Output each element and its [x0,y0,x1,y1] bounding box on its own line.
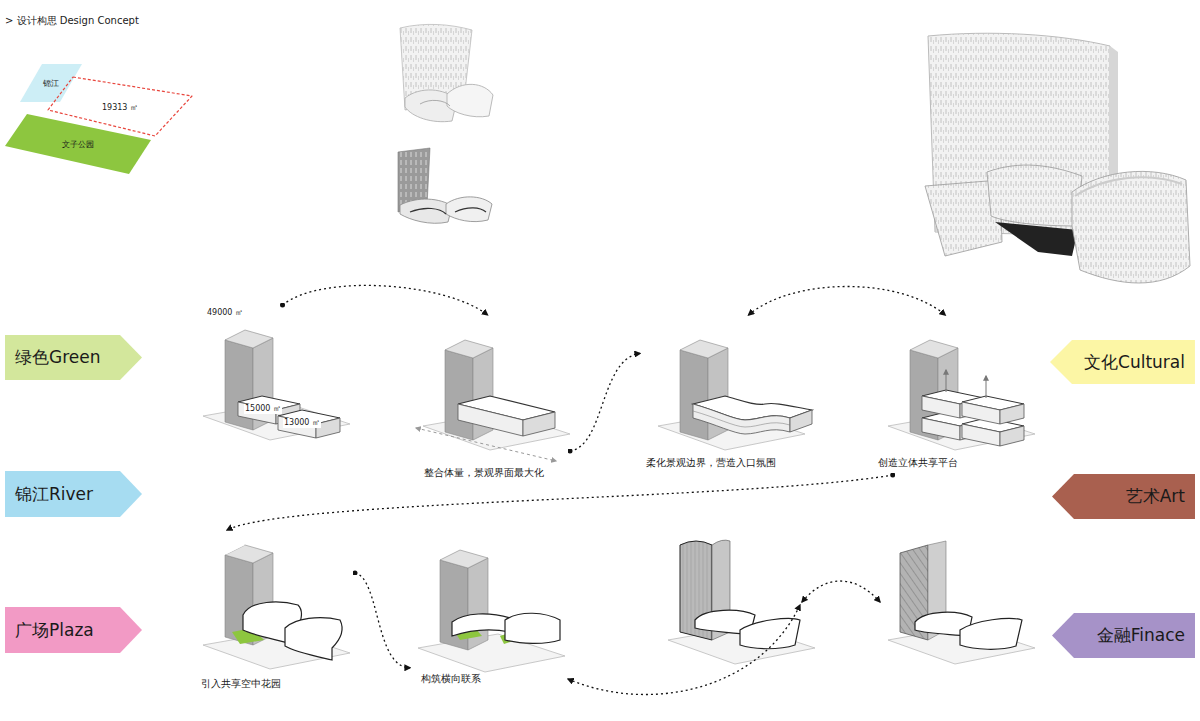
massing-step: 柔化景观边界，营造入口氛围 [640,315,815,475]
process-arrow [568,581,880,695]
tag-text-holder: 金融Finace [1097,613,1185,658]
tag-text-holder: 艺术Art [1126,474,1185,519]
tag-text-holder: 锦江River [15,471,93,517]
massing-step: 创造立体共享平台 [870,315,1045,475]
massing-step: 引入共享空中花园 [195,530,355,695]
theme-tag: 文化Cultural [1050,340,1195,384]
massing-step-8 [888,541,1035,664]
region-outline [20,64,82,102]
process-arrow [570,353,640,451]
massing-step: 49000 ㎡ 15000 ㎡13000 ㎡ [200,305,350,445]
step-caption: 创造立体共享平台 [877,457,959,469]
process-arrow [283,285,488,315]
tag-label: 艺术Art [1126,485,1185,508]
tag-text-holder: 广场Plaza [15,607,94,653]
tag-outline [1052,613,1195,658]
massing-step-2 [416,340,570,461]
region-label: 19313 ㎡ [102,102,138,113]
tag-text-holder: 文化Cultural [1084,340,1185,384]
theme-tag: 绿色Green [5,335,142,380]
diagram-title: > 设计构思 Design Concept [5,14,139,28]
region-label: 文子公园 [62,139,94,150]
massing-step-4 [888,340,1035,450]
step-caption: 整合体量，景观界面最大化 [423,467,545,479]
label-holder: 锦江 [20,64,82,102]
tag-label: 金融Finace [1097,624,1185,647]
massing-step-3 [658,340,812,450]
theme-tag: 锦江River [5,471,142,517]
tag-outline [1052,474,1195,519]
rendering-large [925,33,1190,283]
theme-tag: 广场Plaza [5,607,142,653]
region-label: 锦江 [43,78,59,89]
rendering-small-1 [400,24,493,121]
massing-step-6 [418,550,565,672]
tag-label: 广场Plaza [15,619,94,642]
tag-outline [1050,340,1195,384]
area-label: 49000 ㎡ [206,308,244,318]
theme-tag: 艺术Art [1052,474,1195,519]
area-label: 15000 ㎡ [244,404,282,414]
massing-step-5 [203,545,350,669]
tag-label: 文化Cultural [1084,351,1185,374]
process-arrow [355,573,410,668]
massing-step: 构筑横向联系 [410,535,570,695]
step-caption: 构筑横向联系 [420,673,482,685]
tag-label: 绿色Green [15,346,100,369]
rendering-small-2 [398,148,492,223]
step-caption: 柔化景观边界，营造入口氛围 [645,457,777,469]
park-area: 文子公园 [3,112,153,176]
process-arrow [227,475,893,530]
massing-step-1 [203,330,350,440]
area-label: 13000 ㎡ [283,418,321,428]
massing-step: 整合体量，景观界面最大化 [405,315,570,485]
region-outline [5,114,151,174]
tag-text-holder: 绿色Green [15,335,100,380]
label-holder: 文子公园 [3,112,153,176]
massing-step-7 [668,540,815,664]
tag-outline [5,335,142,380]
river-area: 锦江 [20,64,82,102]
step-caption: 引入共享空中花园 [200,678,282,690]
tag-label: 锦江River [15,483,93,506]
tag-outline [5,607,142,653]
process-arrow [749,287,946,316]
tag-outline [5,471,142,517]
theme-tag: 金融Finace [1052,613,1195,658]
